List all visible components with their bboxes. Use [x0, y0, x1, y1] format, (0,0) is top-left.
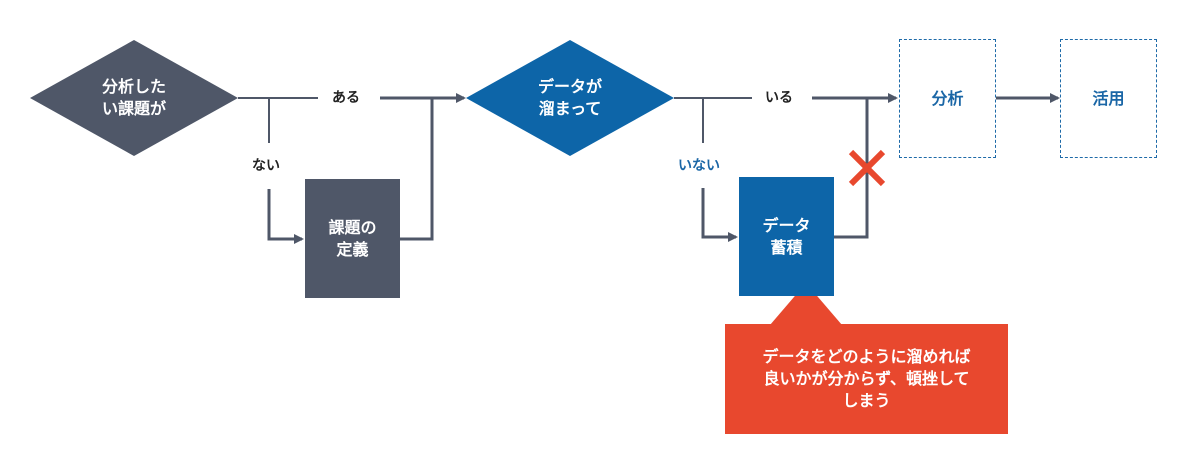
utilize-label: 活用	[1092, 88, 1125, 108]
edge-line	[400, 98, 434, 241]
define-issue-box: 課題の 定義	[305, 179, 400, 298]
edge-label-no-2: いない	[678, 158, 720, 174]
decision-diamond-2	[466, 40, 674, 156]
edge-label-no-1: ない	[252, 158, 280, 174]
callout-text: データをどのように溜めれば 良いかが分からず、頓挫して しまう	[762, 347, 971, 410]
callout-pointer	[770, 283, 842, 325]
define-issue-label: 課題の 定義	[328, 217, 377, 259]
utilize-box: 活用	[1060, 39, 1157, 158]
problem-callout: データをどのように溜めれば 良いかが分からず、頓挫して しまう	[725, 324, 1008, 434]
decision-2: データが 溜まって	[496, 70, 644, 126]
analyze-label: 分析	[931, 88, 964, 108]
decision-2-label: データが 溜まって	[537, 77, 602, 118]
analyze-box: 分析	[899, 39, 996, 158]
edge-label-yes-2: いる	[765, 90, 793, 106]
decision-diamond-1	[30, 40, 238, 156]
edge-line	[701, 188, 738, 242]
decision-1: 分析した い課題が	[60, 70, 208, 126]
edge-line	[267, 189, 304, 244]
accumulate-data-box: データ 蓄積	[739, 177, 834, 296]
edge-line	[834, 98, 869, 239]
x-mark-icon	[848, 149, 886, 187]
decision-1-label: 分析した い課題が	[101, 77, 166, 118]
accumulate-data-label: データ 蓄積	[762, 215, 811, 257]
edge-label-yes-1: ある	[332, 90, 360, 106]
